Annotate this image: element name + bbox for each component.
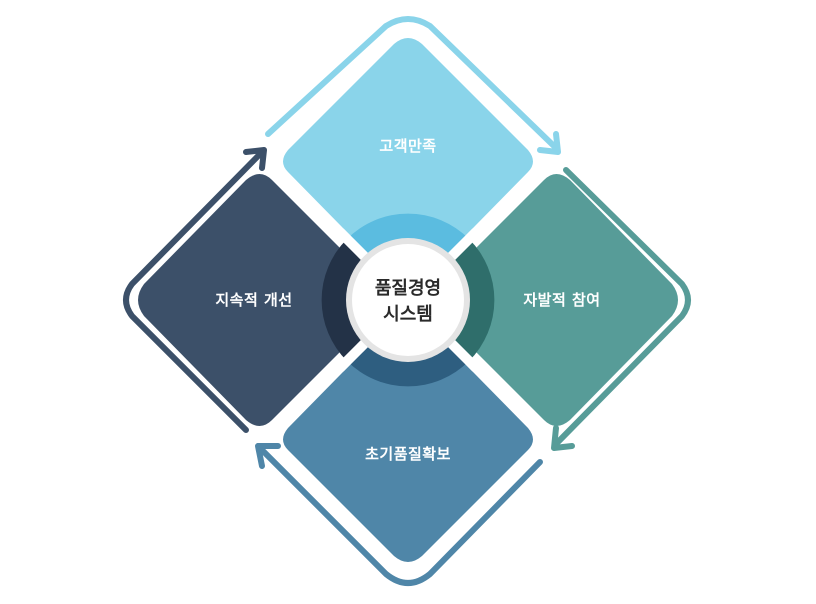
cycle-arrow-right <box>553 167 691 447</box>
cycle-arrow-top-head <box>537 131 561 155</box>
cycle-arrow-right-head <box>551 425 575 451</box>
quadrant-left-label: 지속적 개선 <box>215 291 293 309</box>
quadrant-top-shape <box>283 38 533 287</box>
cycle-arrow-left-head <box>243 147 267 171</box>
quadrant-bottom-label: 초기품질확보 <box>365 445 451 463</box>
quadrant-right-shape <box>434 174 678 426</box>
cycle-arrow-top <box>265 16 559 151</box>
quadrant-top-label: 고객만족 <box>379 137 437 155</box>
quadrant-bottom-shape <box>283 313 533 562</box>
cycle-arrow-bottom-head <box>255 443 281 469</box>
center-circle-inner <box>352 244 464 356</box>
cycle-arrow-left <box>123 149 265 433</box>
center-title-line2: 시스템 <box>383 304 433 325</box>
center-title-line1: 품질경영 <box>374 278 442 299</box>
quadrant-right-label: 자발적 참여 <box>523 291 601 309</box>
quadrant-left-shape <box>138 174 382 426</box>
center-title: 품질경영 시스템 <box>346 276 470 328</box>
cycle-arrow-bottom <box>259 447 543 586</box>
